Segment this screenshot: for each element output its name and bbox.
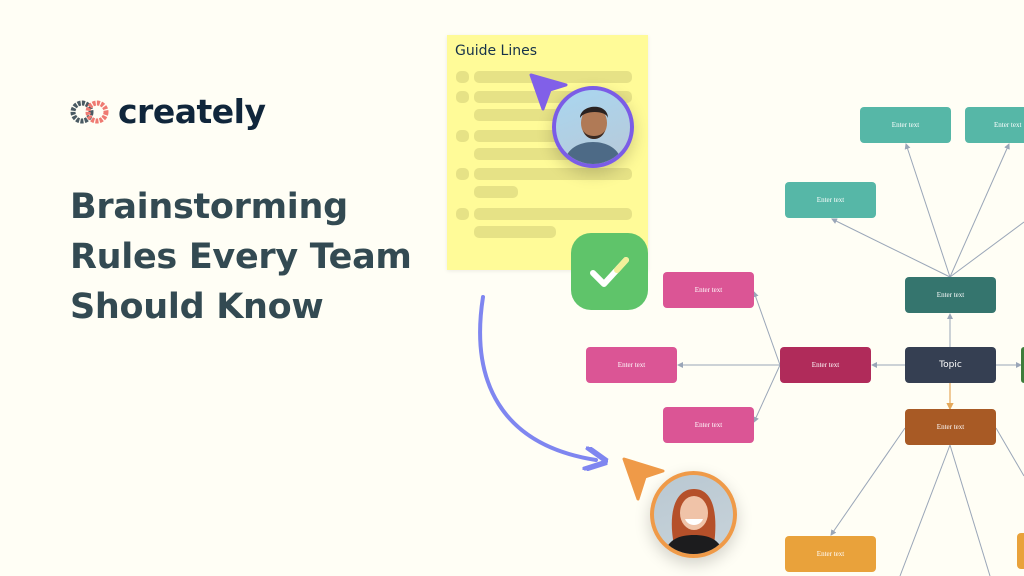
check-badge	[571, 233, 648, 310]
curved-arrow	[478, 295, 596, 460]
creately-logo: creately	[70, 92, 266, 131]
purple-cursor-icon	[529, 73, 568, 111]
checkbox-placeholder	[456, 71, 469, 83]
avatar-man	[552, 86, 634, 168]
text-placeholder	[474, 208, 632, 220]
checkbox-placeholder	[456, 91, 469, 103]
checkbox-placeholder	[456, 208, 469, 220]
connector	[949, 143, 1010, 278]
connector	[831, 218, 951, 278]
node-pink[interactable]: Enter text	[663, 272, 754, 308]
node-crimson[interactable]: Enter text	[780, 347, 871, 383]
text-placeholder	[474, 71, 632, 83]
avatar-woman	[650, 471, 737, 558]
node-teal[interactable]: Enter text	[965, 107, 1024, 143]
note-title: Guide Lines	[455, 43, 538, 59]
node-teal[interactable]: Enter text	[785, 182, 876, 218]
person-icon	[564, 106, 622, 164]
node-dark-teal[interactable]: Enter text	[905, 277, 996, 313]
node-pink[interactable]: Enter text	[586, 347, 677, 383]
headline-line: Brainstorming	[70, 187, 348, 227]
text-placeholder	[474, 186, 518, 198]
connector	[752, 291, 781, 366]
headline-line: Should Know	[70, 287, 324, 327]
node-teal[interactable]: Enter text	[860, 107, 951, 143]
node-orange[interactable]: Enter text	[785, 536, 876, 572]
node-brown[interactable]: Enter text	[905, 409, 996, 445]
connector	[899, 444, 951, 576]
connector	[904, 143, 951, 278]
creately-logo-icon	[70, 100, 109, 124]
checkmark-icon	[590, 257, 629, 287]
node-pink[interactable]: Enter text	[663, 407, 754, 443]
checkbox-placeholder	[456, 168, 469, 180]
brand-name: creately	[118, 92, 266, 131]
text-placeholder	[474, 226, 556, 238]
headline: Brainstorming Rules Every Team Should Kn…	[70, 182, 412, 332]
node-topic[interactable]: Topic	[905, 347, 996, 383]
connector	[753, 364, 781, 423]
connector	[949, 444, 991, 576]
connector	[830, 427, 906, 536]
node-green[interactable]	[1021, 347, 1024, 383]
person-icon	[664, 489, 724, 554]
connector	[949, 221, 1024, 278]
text-placeholder	[474, 168, 632, 180]
orange-cursor-icon	[622, 457, 665, 501]
headline-line: Rules Every Team	[70, 237, 412, 277]
node-orange[interactable]	[1017, 533, 1024, 569]
checkbox-placeholder	[456, 130, 469, 142]
connector	[995, 427, 1024, 477]
